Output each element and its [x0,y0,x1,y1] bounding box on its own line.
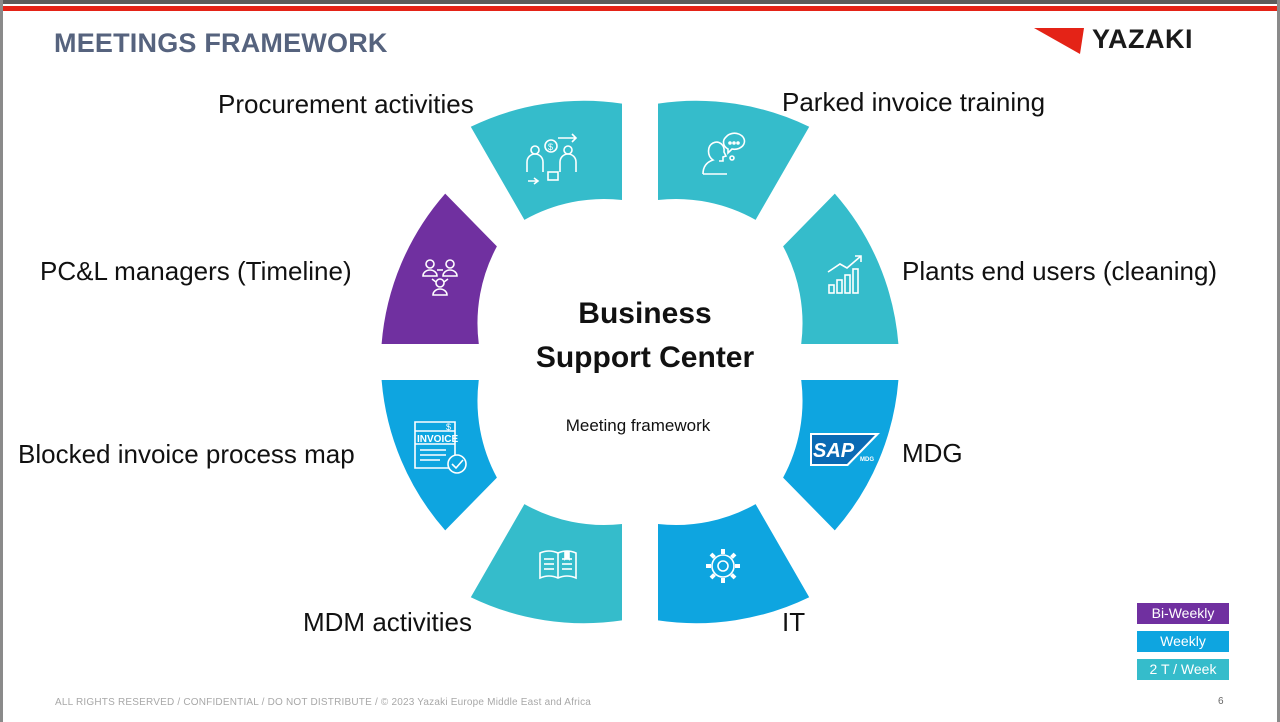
segment-parked-invoice-training[interactable] [658,100,810,220]
center-title-line1: Business [578,297,712,330]
sap-mdg-logo-icon: SAP MDG [810,433,880,466]
segment-plants-end-users[interactable] [783,193,899,344]
invoice-check-icon: INVOICE $ [414,421,467,474]
growth-chart-icon [827,255,862,294]
window-top-bar [3,0,1277,4]
team-network-icon [422,259,458,296]
header-accent-bar [3,6,1277,11]
label-procurement-activities: Procurement activities [218,89,474,119]
yazaki-logo-mark [1034,28,1084,54]
open-book-icon [539,550,577,580]
legend-weekly: Weekly [1137,631,1229,652]
label-parked-invoice-training: Parked invoice training [782,87,1046,117]
slide-title: MEETINGS FRAMEWORK [54,28,388,58]
center-title-line2: Support Center [535,341,755,374]
procurement-people-icon: $ [526,133,578,185]
center-subtitle: Meeting framework [565,416,711,435]
gear-icon [706,549,740,583]
svg-text:MDG: MDG [860,457,874,463]
legend-bi-weekly: Bi-Weekly [1137,603,1229,624]
label-mdg: MDG [902,438,963,468]
label-pcl-managers: PC&L managers (Timeline) [40,256,352,286]
footer-confidential: ALL RIGHTS RESERVED / CONFIDENTIAL / DO … [55,697,592,708]
user-chat-icon [702,132,746,175]
svg-text:$: $ [446,422,451,432]
label-blocked-invoice: Blocked invoice process map [18,439,355,469]
label-plants-end-users: Plants end users (cleaning) [902,256,1218,286]
svg-text:$: $ [548,142,553,152]
label-mdm-activities: MDM activities [303,607,473,637]
segment-pcl-managers[interactable] [381,193,497,344]
yazaki-logo-text: YAZAKI [1092,24,1194,54]
svg-text:INVOICE: INVOICE [417,434,458,445]
window-frame-right [1277,0,1280,722]
label-it: IT [782,607,806,637]
segment-procurement-activities[interactable] [470,100,622,220]
center-title: Business Support Center [490,292,800,380]
legend-two-per-week: 2 T / Week [1137,659,1229,680]
svg-text:SAP: SAP [813,440,855,462]
page-number: 6 [1218,696,1224,707]
window-frame-left [0,0,3,722]
